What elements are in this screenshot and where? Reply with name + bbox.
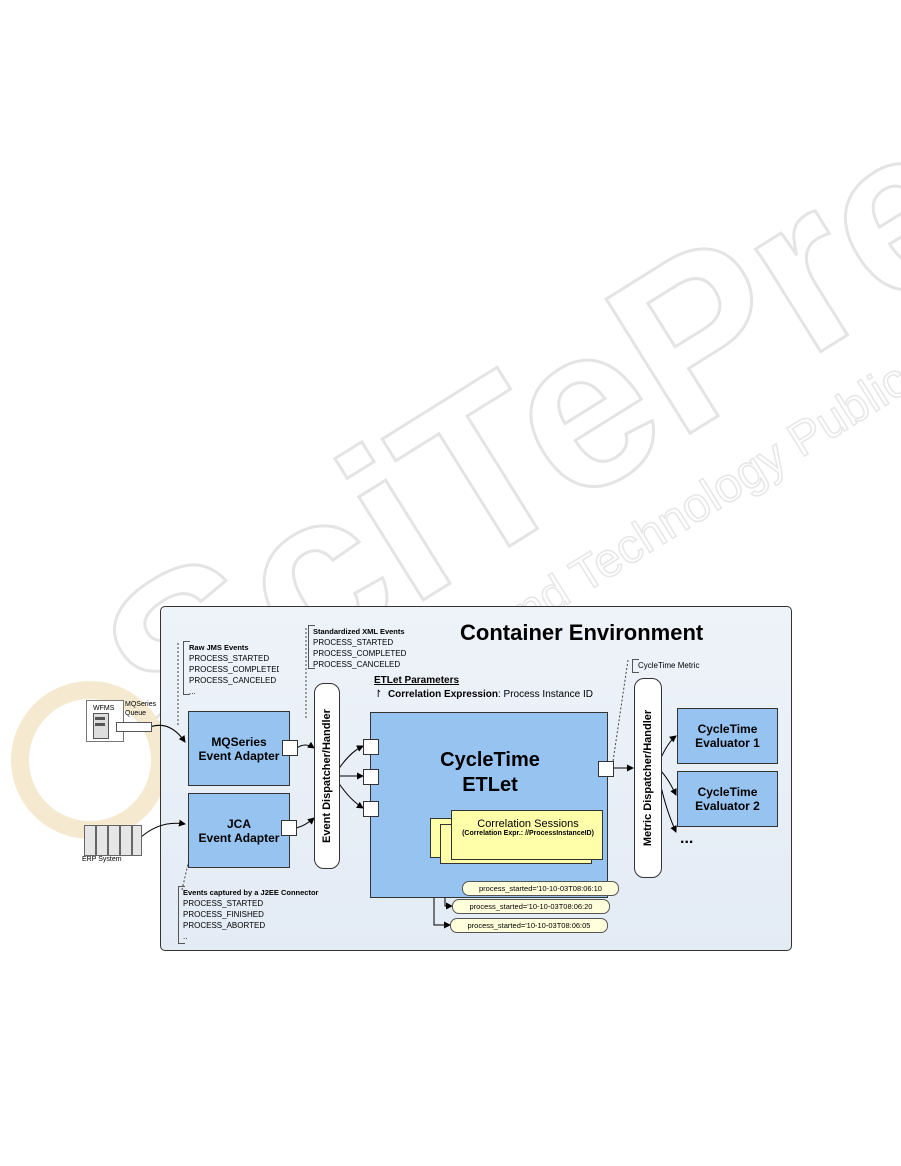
mq-adapter-line1: MQSeries [211, 734, 267, 749]
j2ee-event-item: PROCESS_STARTED [183, 899, 264, 908]
metric-dispatcher-handler: Metric Dispatcher/Handler [634, 678, 662, 878]
wfms-label: WFMS [93, 705, 115, 712]
mq-queue-label: MQSeries Queue [125, 701, 157, 717]
etlet-output-port [598, 761, 614, 777]
erp-label: ERP System [82, 856, 122, 863]
raw-event-item: PROCESS_STARTED [189, 654, 270, 663]
wfms-server-icon [86, 700, 124, 742]
etlet-input-port-2 [363, 769, 379, 785]
metric-bracket [632, 659, 639, 673]
j2ee-event-item: PROCESS_ABORTED [183, 921, 266, 930]
sessions-title: Correlation Sessions [477, 818, 579, 830]
j2ee-event-item: .. [183, 932, 188, 941]
correlation-session-front [451, 810, 603, 860]
evaluator-2-line2: Evaluator 2 [695, 799, 760, 813]
raw-event-item: ... [189, 687, 196, 696]
session-timestamp: process_started='10-10-03T08:06:20 [452, 899, 610, 914]
mq-adapter-line2: Event Adapter [198, 748, 280, 763]
etlet-title: CycleTime ETLet [410, 748, 570, 798]
etlet-params-heading: ETLet Parameters [374, 675, 460, 686]
raw-events-bracket [183, 641, 190, 695]
etlet-title-line1: CycleTime [440, 749, 540, 771]
cycletime-etlet [370, 712, 608, 898]
std-event-item: PROCESS_COMPLETED [313, 649, 407, 658]
jca-adapter-line1: JCA [226, 816, 251, 831]
std-event-item: PROCESS_CANCELED [313, 660, 401, 669]
std-event-item: PROCESS_STARTED [313, 638, 394, 647]
j2ee-events-heading: Events captured by a J2EE Connector [183, 888, 319, 897]
mq-adapter-port [282, 740, 298, 756]
more-evaluators: ... [680, 830, 694, 847]
raw-events-heading: Raw JMS Events [189, 643, 249, 652]
session-timestamp: process_started='10-10-03T08:06:10 [462, 881, 619, 896]
std-events-note: Standardized XML Events PROCESS_STARTED … [313, 626, 407, 670]
correlation-sessions-label: Correlation Sessions (Correlation Expr.:… [452, 818, 604, 837]
etlet-input-port-1 [363, 739, 379, 755]
session-timestamp: process_started='10-10-03T08:06:05 [450, 918, 608, 933]
j2ee-event-item: PROCESS_FINISHED [183, 910, 264, 919]
std-events-heading: Standardized XML Events [313, 627, 405, 636]
metric-label: CycleTime Metric [638, 661, 700, 670]
cycletime-evaluator-2: CycleTime Evaluator 2 [677, 771, 778, 827]
j2ee-events-bracket [178, 886, 185, 944]
evaluator-1-line2: Evaluator 1 [695, 736, 760, 750]
jca-adapter-port [281, 820, 297, 836]
jca-adapter-line2: Event Adapter [198, 830, 280, 845]
event-dispatcher-handler: Event Dispatcher/Handler [314, 683, 340, 869]
std-events-bracket [308, 625, 315, 669]
cycletime-evaluator-1: CycleTime Evaluator 1 [677, 708, 778, 764]
mqseries-event-adapter: MQSeries Event Adapter [188, 711, 290, 786]
etlet-title-line2: ETLet [462, 774, 518, 796]
arrow-icon: ↾ [374, 689, 388, 700]
etlet-param-correlation: ↾ Correlation Expression: Process Instan… [374, 689, 593, 700]
param-value: : Process Instance ID [497, 689, 594, 700]
etlet-input-port-3 [363, 801, 379, 817]
mq-queue-icon [116, 722, 152, 732]
raw-event-item: PROCESS_CANCELED [189, 676, 277, 685]
evaluator-2-line1: CycleTime [697, 785, 758, 799]
j2ee-events-note: Events captured by a J2EE Connector PROC… [183, 887, 321, 942]
jca-event-adapter: JCA Event Adapter [188, 793, 290, 868]
raw-events-note: Raw JMS Events PROCESS_STARTED PROCESS_C… [189, 642, 279, 697]
erp-system-icon [84, 825, 142, 856]
event-dispatcher-label: Event Dispatcher/Handler [321, 709, 333, 843]
param-key: Correlation Expression [387, 689, 498, 700]
metric-dispatcher-label: Metric Dispatcher/Handler [642, 709, 655, 847]
sessions-subtitle: (Correlation Expr.: //ProcessInstanceID) [462, 830, 594, 837]
evaluator-1-line1: CycleTime [697, 722, 758, 736]
diagram-title: Container Environment [460, 620, 704, 645]
raw-event-item: PROCESS_COMPLETED [189, 665, 279, 674]
